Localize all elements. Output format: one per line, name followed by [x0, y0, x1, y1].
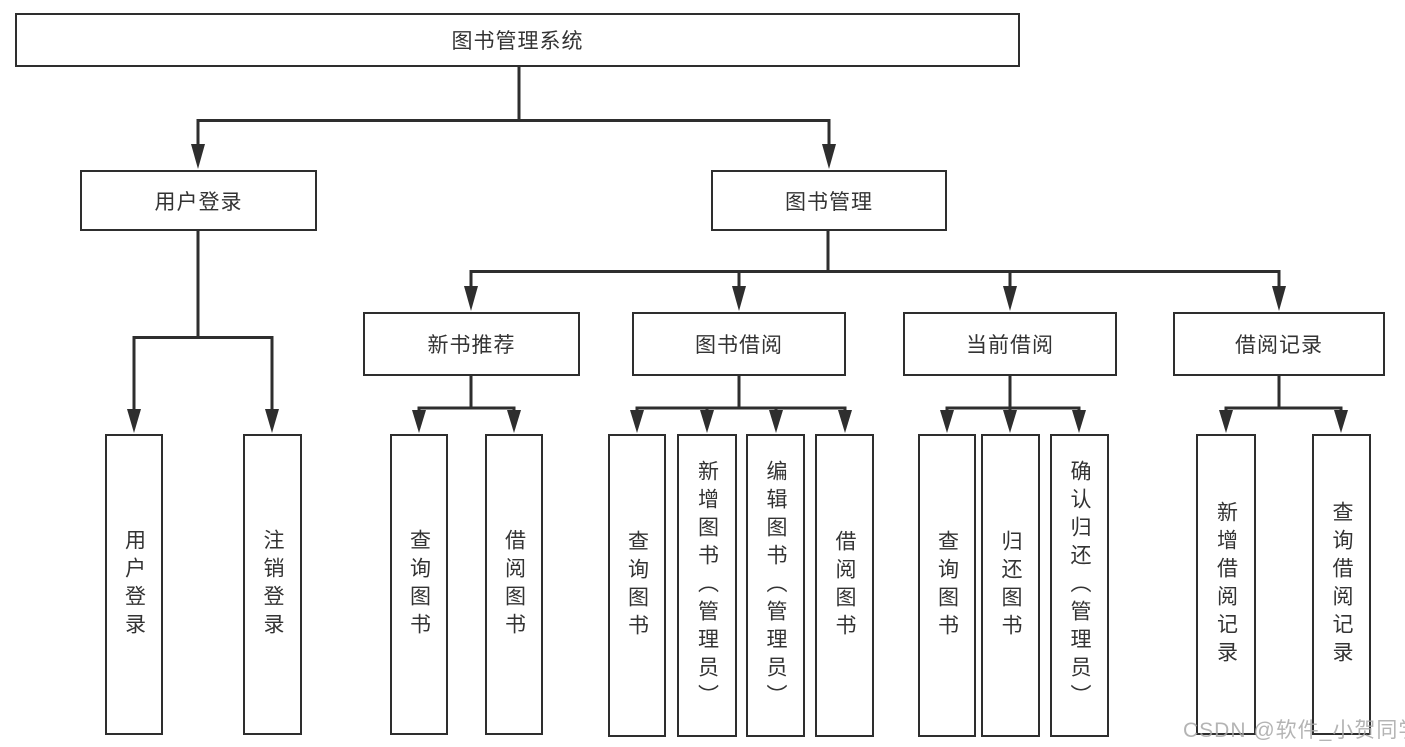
node-new-book-recommend: 新书推荐 [363, 312, 580, 376]
leaf-add-borrow-record-label: 新增借阅记录 [1214, 500, 1238, 669]
branch-book-management-label: 图书管理 [785, 190, 873, 214]
node-library-management-system-label: 图书管理系统 [451, 30, 584, 53]
leaf-query-books-current: 查询图书 [918, 434, 976, 737]
leaf-add-borrow-record: 新增借阅记录 [1196, 434, 1256, 735]
leaf-borrow-books-recommend-label: 借阅图书 [502, 528, 526, 641]
leaf-query-books-current-label: 查询图书 [935, 529, 959, 642]
leaf-logout: 注销登录 [243, 434, 302, 735]
leaf-borrow-books-label: 借阅图书 [833, 529, 856, 642]
leaf-query-books-borrow-label: 查询图书 [625, 529, 649, 642]
node-borrow-records: 借阅记录 [1173, 312, 1385, 376]
watermark: CSDN @软件_小贺同学 [1183, 719, 1405, 742]
leaf-add-book-admin: 新增图书（管理员） [677, 434, 737, 737]
node-current-borrow: 当前借阅 [903, 312, 1117, 376]
branch-user-login: 用户登录 [80, 170, 317, 231]
node-library-management-system: 图书管理系统 [15, 13, 1020, 67]
leaf-logout-label: 注销登录 [261, 528, 284, 641]
node-book-borrow-label: 图书借阅 [695, 334, 783, 357]
leaf-add-book-admin-label: 新增图书（管理员） [695, 459, 719, 712]
node-book-borrow: 图书借阅 [632, 312, 846, 376]
leaf-query-borrow-record: 查询借阅记录 [1312, 434, 1371, 735]
node-new-book-recommend-label: 新书推荐 [427, 334, 516, 357]
node-current-borrow-label: 当前借阅 [966, 334, 1054, 357]
node-borrow-records-label: 借阅记录 [1235, 334, 1323, 357]
leaf-user-login: 用户登录 [105, 434, 163, 735]
leaf-return-book-label: 归还图书 [999, 529, 1022, 642]
leaf-confirm-return-admin: 确认归还（管理员） [1050, 434, 1109, 737]
leaf-edit-book-admin: 编辑图书（管理员） [746, 434, 805, 737]
leaf-user-login-label: 用户登录 [122, 528, 146, 641]
leaf-query-books-recommend: 查询图书 [390, 434, 448, 735]
leaf-query-borrow-record-label: 查询借阅记录 [1330, 500, 1353, 669]
leaf-edit-book-admin-label: 编辑图书（管理员） [764, 459, 787, 712]
leaf-borrow-books-recommend: 借阅图书 [485, 434, 543, 735]
leaf-query-books-recommend-label: 查询图书 [407, 528, 431, 641]
leaf-confirm-return-admin-label: 确认归还（管理员） [1068, 459, 1091, 712]
leaf-return-book: 归还图书 [981, 434, 1040, 737]
leaf-borrow-books: 借阅图书 [815, 434, 874, 737]
branch-user-login-label: 用户登录 [154, 190, 243, 214]
leaf-query-books-borrow: 查询图书 [608, 434, 666, 737]
branch-book-management: 图书管理 [711, 170, 947, 231]
